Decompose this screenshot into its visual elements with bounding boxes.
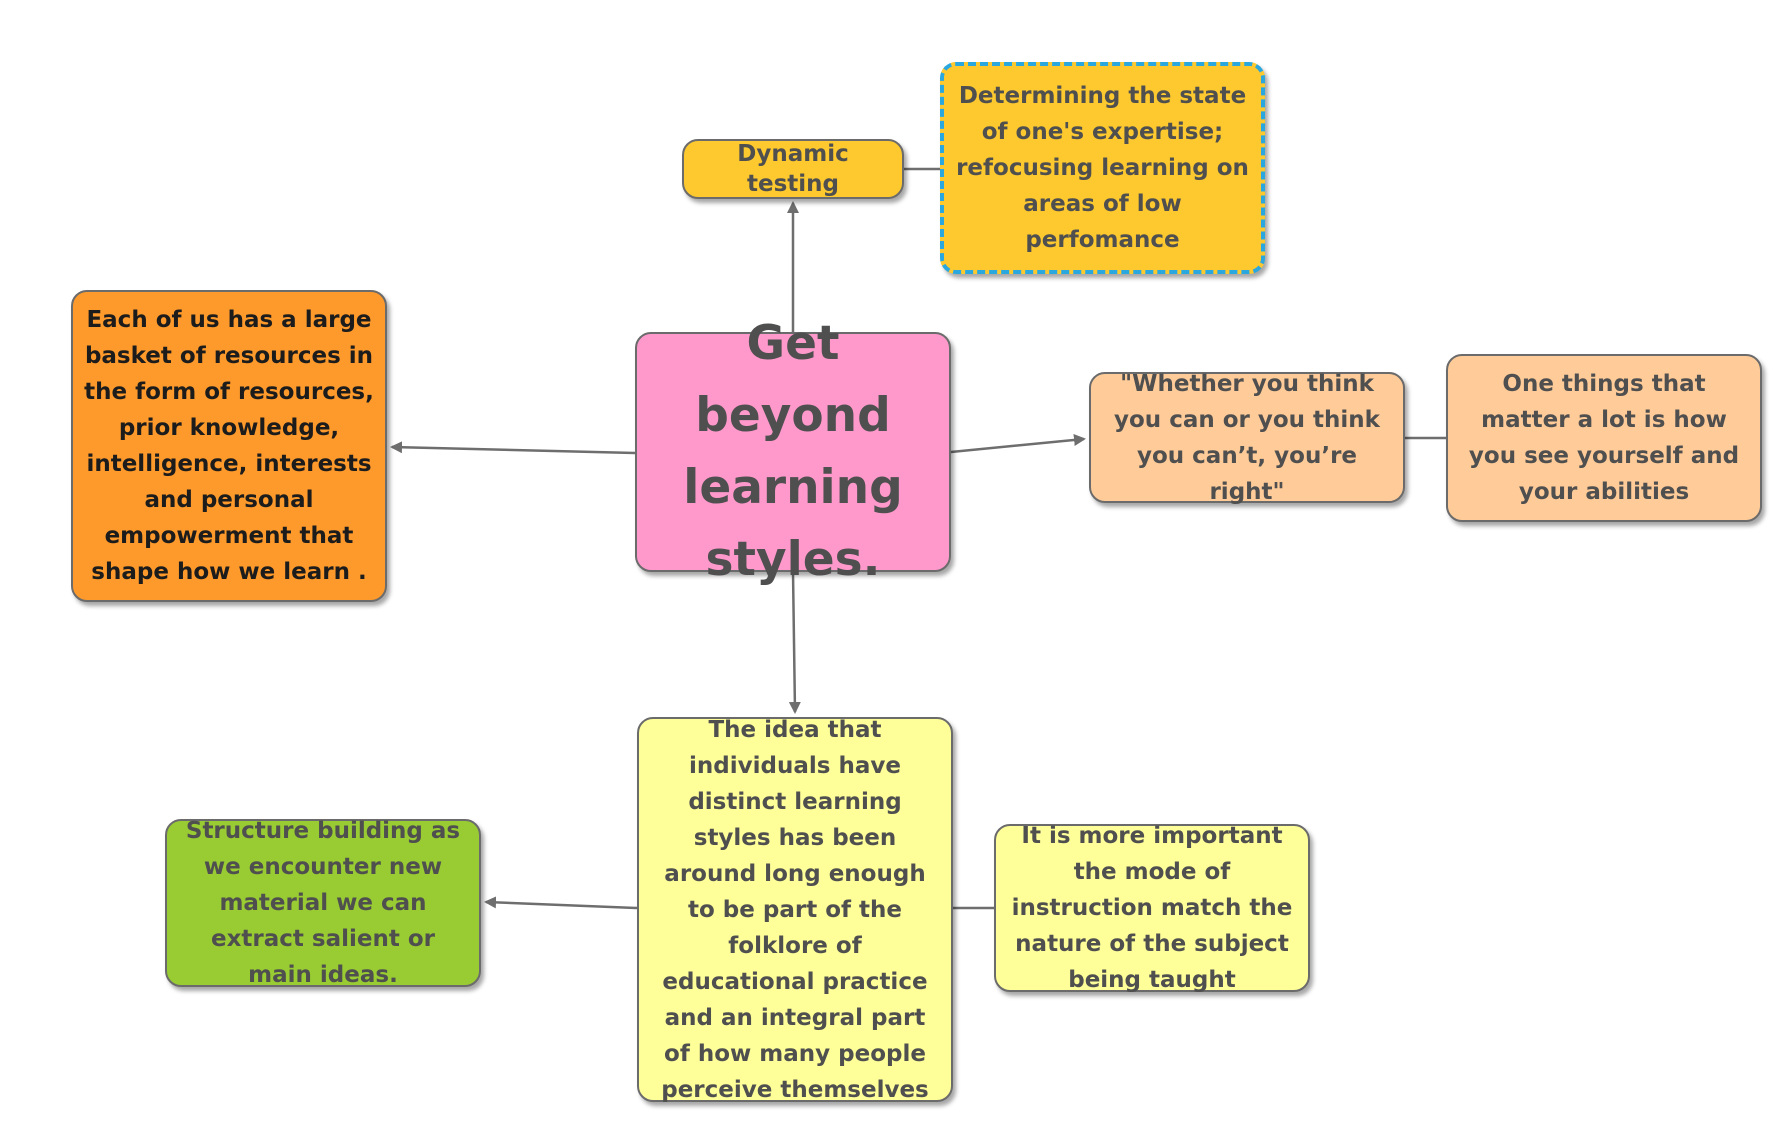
central-topic-node[interactable]: Get beyond learning styles. xyxy=(635,316,951,587)
learning-styles-idea-node[interactable]: The idea that individuals have distinct … xyxy=(637,717,953,1103)
resources-basket-node[interactable]: Each of us has a large basket of resourc… xyxy=(71,290,387,602)
mode-of-instruction-node[interactable]: It is more important the mode of instruc… xyxy=(994,823,1310,993)
edge-idea-to-structure xyxy=(484,896,638,910)
whether-you-think-node[interactable]: "Whether you think you can or you think … xyxy=(1089,371,1405,505)
self-perception-label: One things that matter a lot is how you … xyxy=(1468,371,1740,505)
self-perception-node[interactable]: One things that matter a lot is how you … xyxy=(1446,354,1762,522)
structure-building-node[interactable]: Structure building as we encounter new m… xyxy=(165,818,481,988)
central-topic-label: Get beyond learning styles. xyxy=(683,316,903,587)
edge-root-to-whether xyxy=(950,434,1086,454)
determining-expertise-node[interactable]: Determining the state of one's expertise… xyxy=(940,62,1265,274)
structure-building-label: Structure building as we encounter new m… xyxy=(185,818,461,988)
edge-root-to-idea xyxy=(788,571,801,714)
learning-styles-idea-label: The idea that individuals have distinct … xyxy=(661,716,929,1103)
determining-expertise-label: Determining the state of one's expertise… xyxy=(956,83,1249,253)
dynamic-testing-label: Dynamic testing xyxy=(737,141,849,197)
dynamic-testing-node[interactable]: Dynamic testing xyxy=(682,139,904,199)
resources-basket-label: Each of us has a large basket of resourc… xyxy=(84,307,374,585)
edge-root-to-basket xyxy=(390,441,636,455)
mode-of-instruction-label: It is more important the mode of instruc… xyxy=(1011,823,1293,993)
whether-you-think-label: "Whether you think you can or you think … xyxy=(1114,370,1380,505)
